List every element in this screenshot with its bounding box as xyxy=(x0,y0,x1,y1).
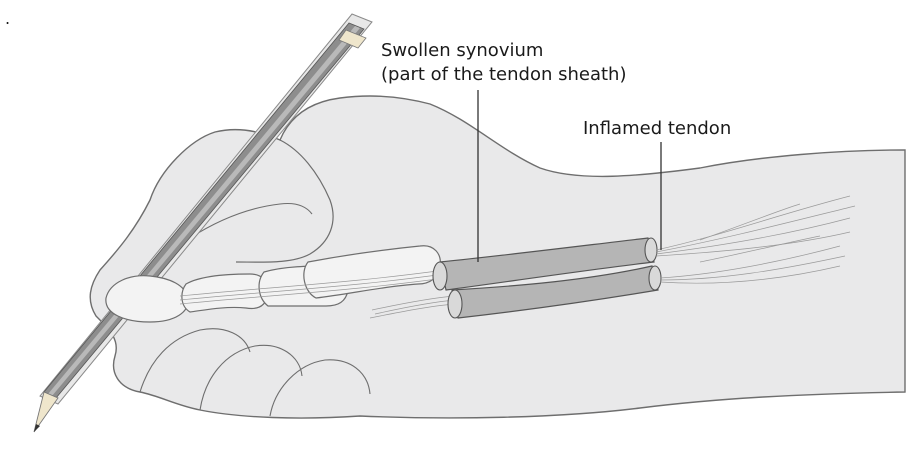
corner-mark: . xyxy=(5,8,10,30)
synovium-label-line2: (part of the tendon sheath) xyxy=(381,64,626,86)
bone-distal xyxy=(106,276,188,322)
synovium-label-line1: Swollen synovium xyxy=(381,40,543,62)
tendon-label: Inflamed tendon xyxy=(583,118,731,140)
